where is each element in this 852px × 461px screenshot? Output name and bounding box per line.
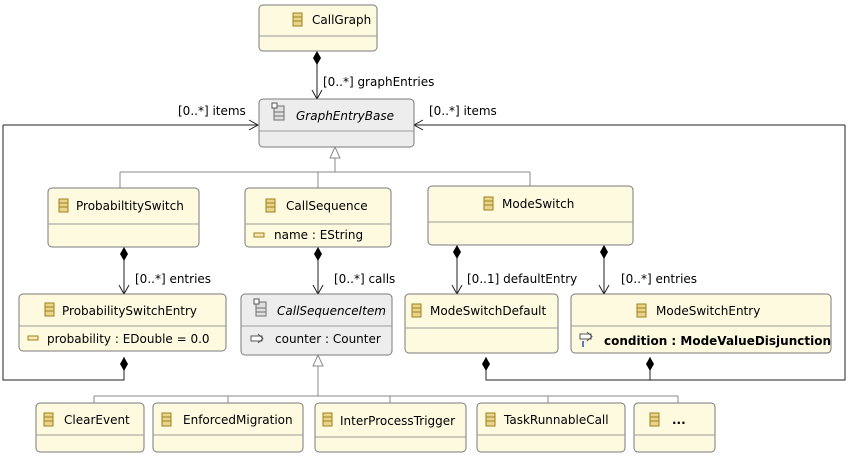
class-mode-switch-entry[interactable]: ModeSwitchEntry condition : ModeValueDis… bbox=[570, 293, 832, 354]
class-box bbox=[404, 293, 559, 354]
items-left-diamond bbox=[120, 357, 128, 371]
attribute-text: condition : ModeValueDisjunction bbox=[604, 334, 831, 348]
class-name: ProbabiltitySwitch bbox=[76, 199, 184, 213]
containment-reference-icon bbox=[579, 331, 593, 347]
prob-entries-diamond bbox=[120, 247, 128, 261]
class-box bbox=[47, 187, 200, 248]
mode-entries-diamond bbox=[600, 245, 608, 259]
class-call-sequence-item[interactable]: CallSequenceItem counter : Counter bbox=[240, 293, 393, 356]
class-box bbox=[258, 98, 415, 148]
class-icon bbox=[58, 198, 69, 213]
items-right-label: [0..*] items bbox=[429, 104, 497, 118]
class-box bbox=[244, 187, 392, 248]
class-icon bbox=[161, 412, 172, 427]
class-box bbox=[633, 402, 716, 453]
class-icon bbox=[322, 412, 333, 427]
class-box bbox=[570, 293, 832, 354]
class-name: ProbabilitySwitchEntry bbox=[62, 304, 197, 318]
class-name: InterProcessTrigger bbox=[340, 414, 455, 428]
relations: [0..*] graphEntries [0..*] items [0..*] … bbox=[2, 51, 846, 403]
class-icon bbox=[411, 303, 422, 318]
class-box bbox=[476, 402, 626, 453]
class-name: ModeSwitchDefault bbox=[430, 304, 547, 318]
items-right-diamond-default bbox=[482, 357, 490, 371]
class-inter-process-trigger[interactable]: InterProcessTrigger bbox=[314, 402, 467, 453]
class-name: EnforcedMigration bbox=[183, 413, 293, 427]
class-name: CallSequenceItem bbox=[277, 304, 386, 318]
class-name: ... bbox=[672, 413, 686, 427]
class-icon bbox=[636, 303, 647, 318]
attribute-icon bbox=[27, 335, 39, 341]
class-box bbox=[35, 402, 145, 453]
class-icon bbox=[485, 412, 496, 427]
class-box bbox=[152, 402, 304, 453]
class-name: ModeSwitchEntry bbox=[656, 304, 760, 318]
default-entry-label: [0..1] defaultEntry bbox=[467, 272, 577, 286]
class-enforced-migration[interactable]: EnforcedMigration bbox=[152, 402, 304, 453]
class-graph-entry-base[interactable]: GraphEntryBase bbox=[258, 98, 415, 148]
prob-entries-label: [0..*] entries bbox=[135, 272, 211, 286]
class-box bbox=[258, 4, 378, 52]
class-name: CallGraph bbox=[312, 13, 371, 27]
class-icon bbox=[265, 198, 276, 213]
class-probability-switch-entry[interactable]: ProbabilitySwitchEntry probability : EDo… bbox=[18, 293, 227, 352]
class-name: GraphEntryBase bbox=[296, 109, 394, 123]
attribute-icon bbox=[253, 232, 265, 238]
gen-graph-entry-triangle bbox=[329, 145, 341, 159]
class-icon bbox=[649, 412, 660, 427]
class-name: TaskRunnableCall bbox=[503, 413, 609, 427]
class-task-runnable-call[interactable]: TaskRunnableCall bbox=[476, 402, 626, 453]
abstract-class-icon bbox=[271, 102, 285, 121]
attribute-text: probability : EDouble = 0.0 bbox=[47, 332, 210, 346]
class-icon bbox=[292, 12, 303, 27]
mode-entries-label: [0..*] entries bbox=[621, 272, 697, 286]
class-mode-switch[interactable]: ModeSwitch bbox=[427, 185, 634, 246]
gen-call-item-triangle bbox=[312, 353, 324, 367]
calls-diamond bbox=[314, 247, 322, 261]
class-box bbox=[240, 293, 393, 356]
class-mode-switch-default[interactable]: ModeSwitchDefault bbox=[404, 293, 559, 354]
class-probability-switch[interactable]: ProbabiltitySwitch bbox=[47, 187, 200, 248]
class-name: ClearEvent bbox=[64, 413, 130, 427]
reference-icon bbox=[250, 333, 264, 344]
class-box bbox=[314, 402, 467, 453]
class-more[interactable]: ... bbox=[633, 402, 716, 453]
class-box bbox=[18, 293, 227, 352]
calls-label: [0..*] calls bbox=[334, 272, 395, 286]
default-entry-diamond bbox=[453, 245, 461, 259]
class-box bbox=[427, 185, 634, 246]
class-clear-event[interactable]: ClearEvent bbox=[35, 402, 145, 453]
items-left-arrow bbox=[248, 119, 260, 131]
graph-entries-label: [0..*] graphEntries bbox=[323, 75, 434, 89]
class-name: CallSequence bbox=[286, 199, 368, 213]
graph-entries-diamond bbox=[313, 51, 321, 65]
abstract-class-icon bbox=[253, 298, 267, 317]
items-right-diamond-entry bbox=[646, 357, 654, 371]
items-left-label: [0..*] items bbox=[178, 104, 246, 118]
class-icon bbox=[44, 302, 55, 317]
class-icon bbox=[43, 412, 54, 427]
class-callgraph[interactable]: CallGraph bbox=[258, 4, 378, 52]
class-icon bbox=[483, 196, 494, 211]
class-name: ModeSwitch bbox=[502, 197, 574, 211]
class-call-sequence[interactable]: CallSequence name : EString bbox=[244, 187, 392, 248]
attribute-text: counter : Counter bbox=[275, 332, 381, 346]
attribute-text: name : EString bbox=[274, 228, 363, 242]
